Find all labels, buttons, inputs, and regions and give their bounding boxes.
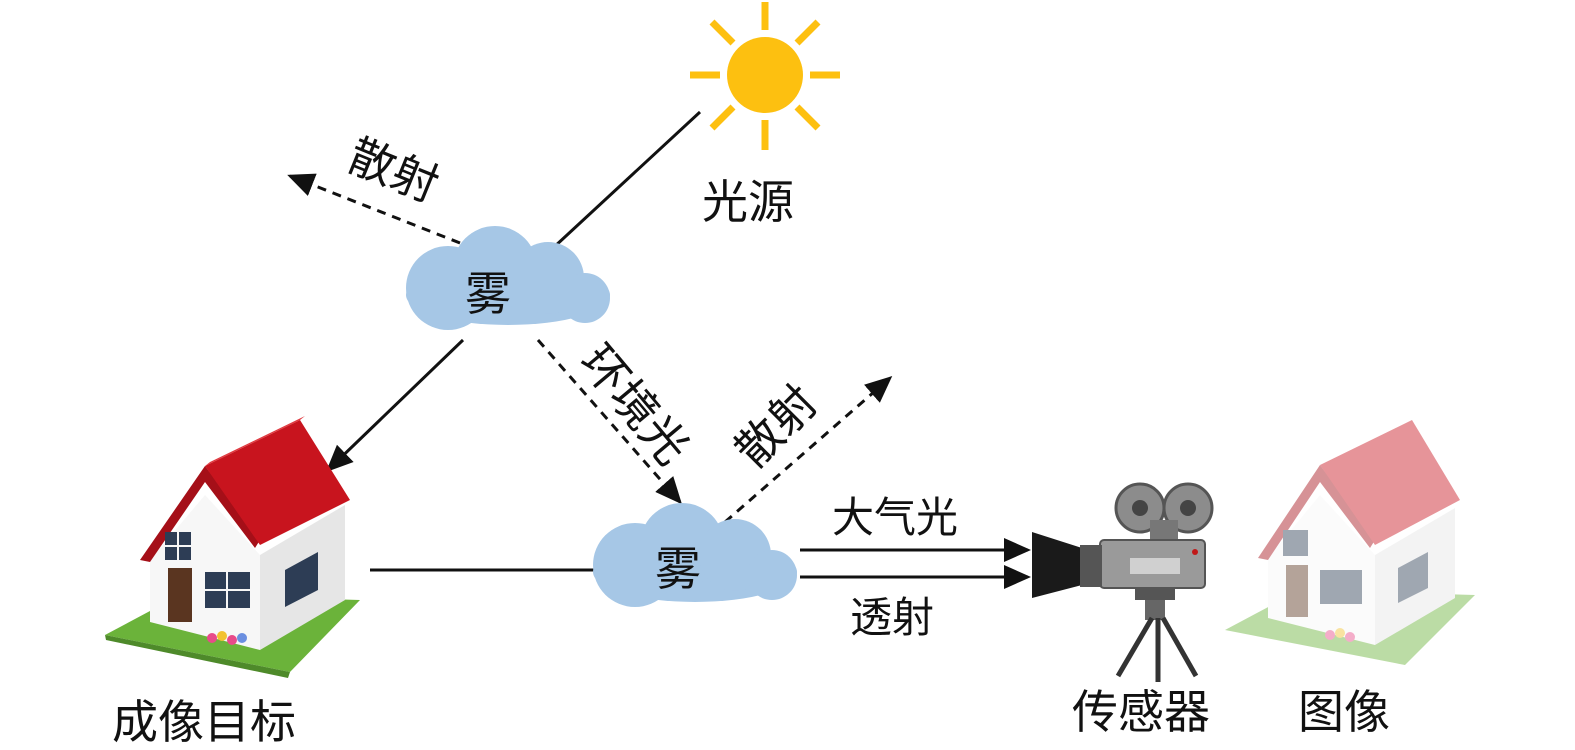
transmission-label: 透射 bbox=[850, 593, 934, 642]
faded-house-icon bbox=[1225, 420, 1475, 665]
fog-to-target-arrow bbox=[325, 338, 465, 473]
sunlight-ray bbox=[551, 110, 702, 250]
airlight-label: 大气光 bbox=[832, 493, 958, 542]
ambient-light-arrow bbox=[536, 339, 682, 505]
scatter-right-label: 散射 bbox=[725, 375, 828, 478]
light-source-label: 光源 bbox=[702, 175, 794, 229]
target-label: 成像目标 bbox=[112, 695, 296, 749]
sun-icon bbox=[690, 2, 840, 150]
house-icon bbox=[105, 416, 360, 678]
fog-top-label: 雾 bbox=[465, 267, 511, 321]
fog-bottom-label: 雾 bbox=[655, 542, 701, 596]
scatter-top-arrow bbox=[287, 173, 461, 245]
scatter-right-arrow bbox=[724, 376, 893, 524]
video-camera-icon bbox=[1032, 482, 1214, 682]
scatter-top-label: 散射 bbox=[341, 128, 447, 213]
cloud-icon bbox=[406, 226, 610, 330]
cloud-icon bbox=[593, 503, 797, 607]
sensor-label: 传感器 bbox=[1072, 685, 1210, 739]
image-label: 图像 bbox=[1298, 685, 1390, 739]
ambient-light-label: 环境光 bbox=[570, 334, 700, 474]
